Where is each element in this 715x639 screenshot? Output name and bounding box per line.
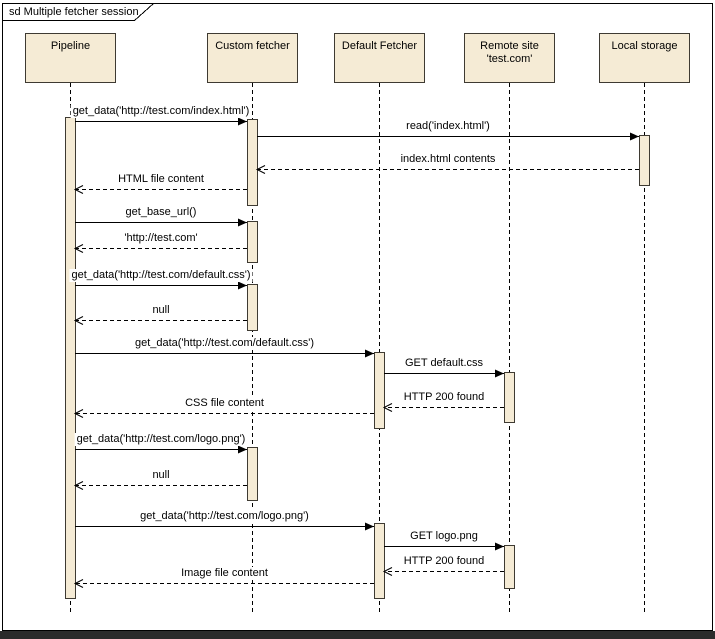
filled-arrowhead xyxy=(495,542,504,551)
open-arrowhead xyxy=(73,316,84,325)
filled-arrowhead xyxy=(238,218,247,227)
filled-arrowhead xyxy=(238,445,247,454)
open-arrowhead xyxy=(255,165,266,174)
activation-bar-remote-site xyxy=(504,545,515,589)
message-label: CSS file content xyxy=(183,397,266,410)
window-bottom-edge xyxy=(0,631,715,639)
open-arrowhead xyxy=(73,409,84,418)
message-label: get_base_url() xyxy=(123,206,199,219)
message-label: get_data('http://test.com/default.css') xyxy=(69,269,253,282)
message-label: Image file content xyxy=(179,567,270,580)
lifeline-header-custom-fetcher: Custom fetcher xyxy=(207,33,298,83)
message-label: HTTP 200 found xyxy=(401,391,487,404)
activation-bar-custom-fetcher xyxy=(247,119,258,206)
message-label: index.html contents xyxy=(398,153,498,166)
lifeline-header-local-storage: Local storage xyxy=(599,33,690,83)
message-label: HTML file content xyxy=(116,173,206,186)
activation-bar-local-storage xyxy=(639,135,650,186)
activation-bar-custom-fetcher xyxy=(247,447,258,501)
message-label: GET logo.png xyxy=(408,530,480,543)
filled-arrowhead xyxy=(365,522,374,531)
message-label: HTTP 200 found xyxy=(401,555,487,568)
open-arrowhead xyxy=(382,567,393,576)
filled-arrowhead xyxy=(238,281,247,290)
open-arrowhead xyxy=(73,185,84,194)
open-arrowhead xyxy=(382,403,393,412)
lifeline-header-default-fetcher: Default Fetcher xyxy=(334,33,425,83)
filled-arrowhead xyxy=(630,132,639,141)
filled-arrowhead xyxy=(365,349,374,358)
message-label: null xyxy=(150,304,172,317)
activation-bar-pipeline xyxy=(65,117,76,599)
open-arrowhead xyxy=(73,579,84,588)
activation-bar-remote-site xyxy=(504,372,515,423)
lifeline-header-pipeline: Pipeline xyxy=(25,33,116,83)
activation-bar-custom-fetcher xyxy=(247,221,258,263)
message-label: GET default.css xyxy=(402,357,486,370)
frame-title: sd Multiple fetcher session xyxy=(9,6,139,18)
activation-bar-custom-fetcher xyxy=(247,284,258,331)
open-arrowhead xyxy=(73,244,84,253)
activation-bar-default-fetcher xyxy=(374,523,385,599)
activation-bar-default-fetcher xyxy=(374,352,385,429)
message-label: null xyxy=(150,469,172,482)
message-label: 'http://test.com' xyxy=(122,232,200,245)
message-label: read('index.html') xyxy=(404,120,492,133)
message-label: get_data('http://test.com/index.html') xyxy=(70,105,252,118)
message-label: get_data('http://test.com/logo.png') xyxy=(74,433,248,446)
filled-arrowhead xyxy=(495,369,504,378)
open-arrowhead xyxy=(73,481,84,490)
filled-arrowhead xyxy=(238,117,247,126)
frame-title-tab xyxy=(2,3,155,21)
diagram-frame xyxy=(2,3,713,631)
lifeline-header-remote-site: Remote site 'test.com' xyxy=(464,33,555,83)
message-label: get_data('http://test.com/logo.png') xyxy=(138,510,311,523)
message-label: get_data('http://test.com/default.css') xyxy=(132,337,317,350)
